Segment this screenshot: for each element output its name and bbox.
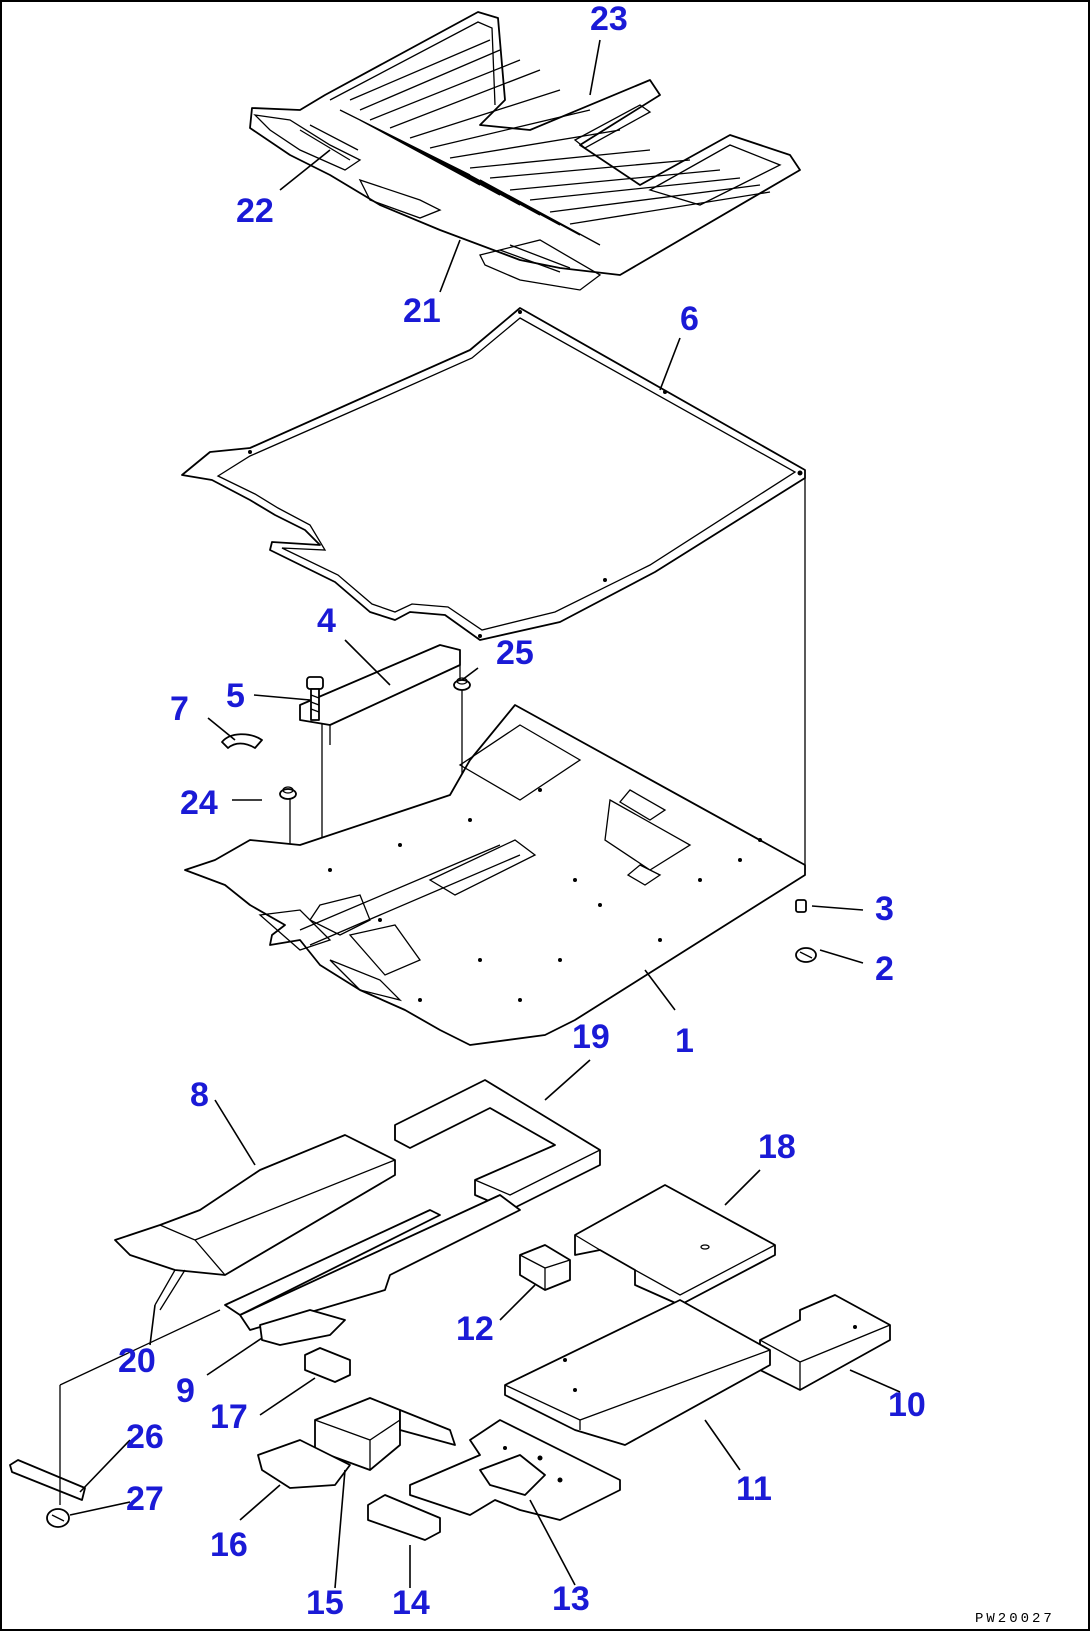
callout-1: 1: [675, 1022, 694, 1060]
insulator-8: [114, 1134, 396, 1311]
callout-22: 22: [236, 192, 274, 230]
insulator-10: [759, 1294, 891, 1391]
callout-16: 16: [210, 1526, 248, 1564]
bolt: [306, 676, 324, 721]
callout-labels: 23 22 21 6 4 25 5 7 24 3 2 1 19 8 18 12 …: [118, 0, 926, 1622]
cover-plate: [299, 644, 461, 745]
callout-8: 8: [190, 1076, 209, 1114]
callout-26: 26: [126, 1418, 164, 1456]
gasket-frame: [181, 307, 806, 641]
callout-27: 27: [126, 1480, 164, 1518]
callout-13: 13: [552, 1580, 590, 1618]
callout-9: 9: [176, 1372, 195, 1410]
callout-20: 20: [118, 1342, 156, 1380]
callout-7: 7: [170, 690, 189, 728]
block-17: [304, 1347, 351, 1383]
washer-bolt-3-2: [795, 899, 817, 963]
floor-mat-assembly: [249, 11, 801, 291]
block-9: [259, 1309, 346, 1346]
clip: [221, 733, 263, 749]
block-12: [519, 1244, 571, 1291]
strip-20: [224, 1194, 521, 1331]
screw-27: [46, 1508, 70, 1528]
insulator-18: [574, 1184, 776, 1306]
callout-23: 23: [590, 0, 628, 38]
callout-14: 14: [392, 1584, 430, 1622]
callout-25: 25: [496, 634, 534, 672]
insulator-15: [314, 1397, 456, 1471]
callout-24: 24: [180, 784, 218, 822]
callout-19: 19: [572, 1018, 610, 1056]
leader-lines: [69, 39, 901, 1589]
callout-17: 17: [210, 1398, 248, 1436]
callout-3: 3: [875, 890, 894, 928]
callout-4: 4: [317, 602, 336, 640]
block-14: [367, 1494, 441, 1541]
callout-10: 10: [888, 1386, 926, 1424]
callout-15: 15: [306, 1584, 344, 1622]
callout-5: 5: [226, 677, 245, 715]
insulator-11: [504, 1299, 771, 1446]
grommet-24: [279, 786, 297, 800]
assembly-line: [59, 1309, 221, 1386]
pad-16: [257, 1439, 351, 1489]
callout-2: 2: [875, 950, 894, 988]
floor-plate: [184, 704, 806, 1046]
callout-11: 11: [736, 1470, 772, 1508]
insulator-13: [409, 1419, 621, 1521]
insulator-19: [394, 1079, 601, 1211]
callout-6: 6: [680, 300, 699, 338]
callout-18: 18: [758, 1128, 796, 1166]
strip-26: [9, 1459, 86, 1501]
callout-12: 12: [456, 1310, 494, 1348]
callout-21: 21: [403, 292, 441, 330]
drawing-code: PW20027: [975, 1611, 1055, 1627]
